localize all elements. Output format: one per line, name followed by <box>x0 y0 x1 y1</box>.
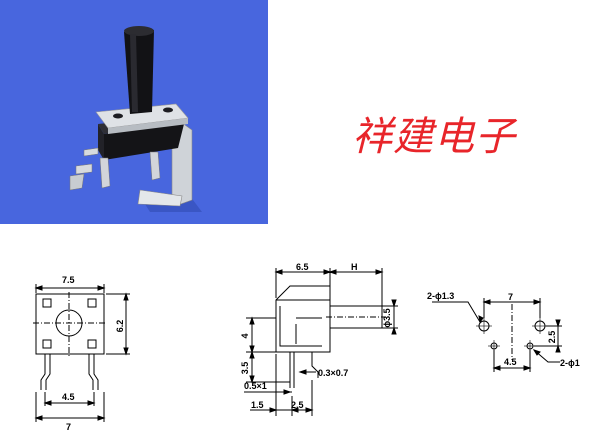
side-body-label: 6.5 <box>296 262 309 272</box>
footprint-v-spacing-label: 2.5 <box>547 331 557 344</box>
footprint-width-label: 7 <box>508 292 513 302</box>
front-view: 7.5 6.2 4.5 7 <box>33 275 130 432</box>
side-lower-label: 3.5 <box>240 362 250 375</box>
front-height-label: 6.2 <box>115 320 125 333</box>
front-bottom-label: 7 <box>66 422 71 432</box>
footprint-h-spacing-label: 4.5 <box>504 357 517 367</box>
side-stem-label: H <box>351 262 358 272</box>
side-upper-label: 4 <box>240 333 250 338</box>
side-view: 6.5 H ϕ3.5 4 3.5 0.3×0.7 0.5×1 1.5 2.5 <box>240 262 398 416</box>
front-width-label: 7.5 <box>62 275 75 285</box>
side-stem-dia-label: ϕ3.5 <box>382 308 392 327</box>
footprint-pin-hole-label: 2-ϕ1 <box>560 358 580 368</box>
switch-image <box>69 26 202 212</box>
side-pin-label: 0.3×0.7 <box>318 368 348 378</box>
brand-name: 祥建电子 <box>352 114 516 160</box>
technical-drawings: 7.5 6.2 4.5 7 <box>33 262 580 432</box>
side-offset-label: 2.5 <box>291 400 304 410</box>
product-photo <box>0 0 268 224</box>
side-tab-label: 0.5×1 <box>244 381 267 391</box>
footprint-view: 2-ϕ1.3 7 2.5 4.5 2-ϕ1 <box>427 291 580 372</box>
front-pin-spacing-label: 4.5 <box>62 392 75 402</box>
footprint-mount-hole-label: 2-ϕ1.3 <box>427 291 454 301</box>
side-foot-label: 1.5 <box>251 400 264 410</box>
